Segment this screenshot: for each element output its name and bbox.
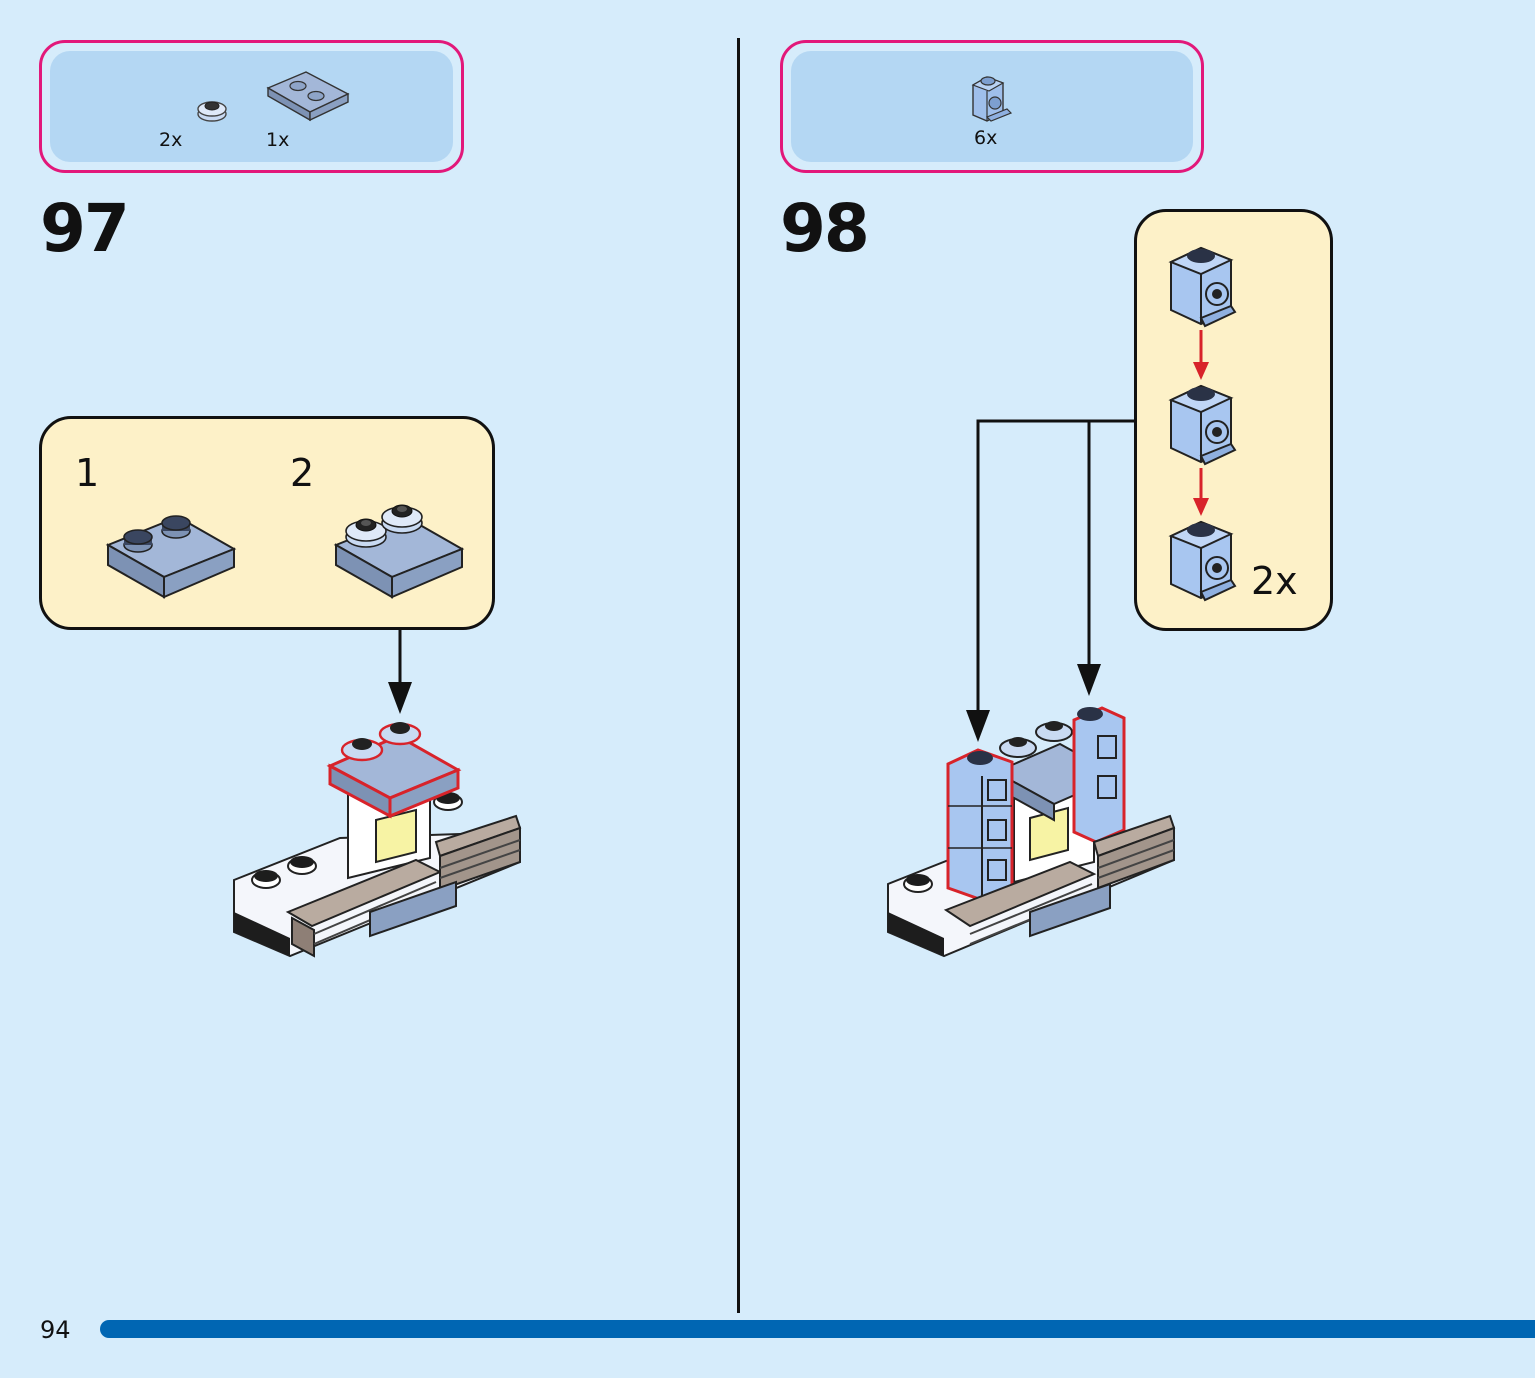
part-quantity-label: 6x: [974, 127, 998, 149]
page-footer-bar: [100, 1320, 1535, 1338]
placement-arrows: [966, 419, 1134, 742]
column-divider: [737, 38, 740, 1313]
placement-arrow: [388, 630, 412, 714]
plate-2x2-illustration: [105, 515, 237, 599]
step-97-model-illustration: [233, 722, 522, 958]
callout-multiplier: 2x: [1251, 559, 1298, 603]
plate-2x2-part-icon: [266, 71, 350, 122]
round-plate-flower-part-icon: [197, 101, 227, 122]
step-98-parts-list: 6x: [780, 40, 1204, 173]
part-quantity-label: 1x: [266, 129, 290, 151]
brick-stack-illustration: [1168, 246, 1237, 602]
step-number: 97: [40, 190, 130, 267]
sub-step-number: 2: [290, 451, 315, 495]
step-97-parts-list: 2x 1x: [39, 40, 464, 173]
page-number: 94: [40, 1316, 71, 1344]
sub-assembly-callout: 1 2: [39, 416, 495, 630]
plate-with-flower-plates-illustration: [333, 504, 465, 599]
sub-step-number: 1: [75, 451, 100, 495]
part-quantity-label: 2x: [159, 129, 183, 151]
step-98-model-illustration: [887, 706, 1176, 958]
sub-assembly-callout: 2x: [1134, 209, 1333, 631]
brick-side-stud-part-icon: [971, 76, 1013, 122]
parts-list-background: [50, 51, 453, 162]
step-number: 98: [780, 190, 870, 267]
